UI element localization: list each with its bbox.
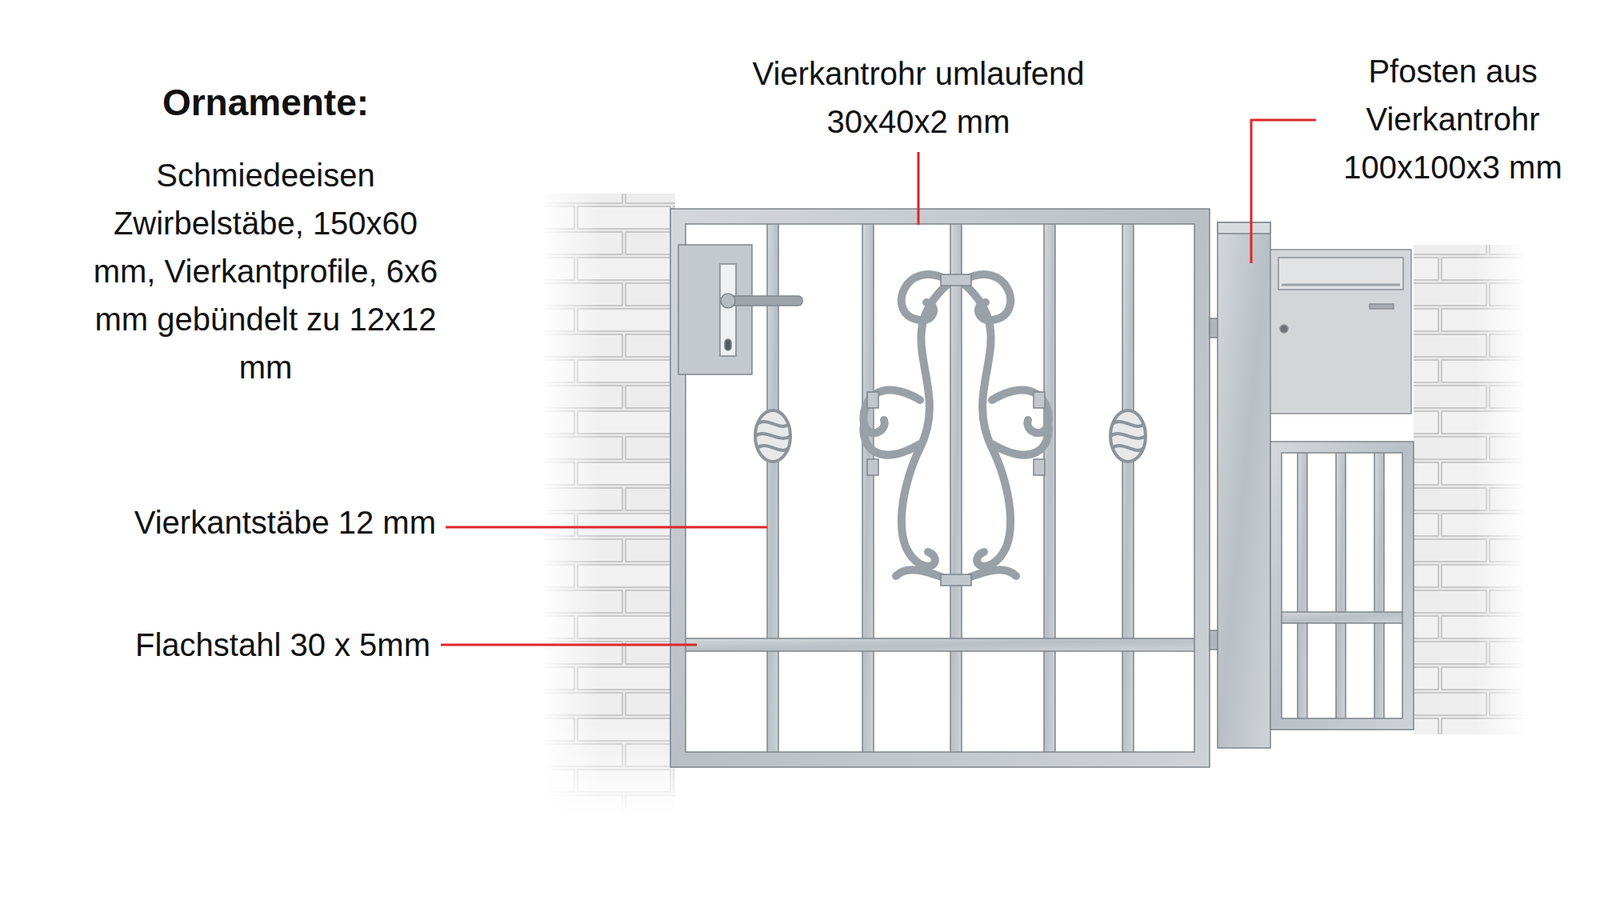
brick-pillar — [540, 193, 676, 816]
leader-line — [440, 120, 1316, 645]
part-label: Vierkantrohr umlaufend 30x40x2 mm — [702, 49, 1135, 146]
scroll-ornament — [863, 274, 1048, 586]
brick-pillar — [1413, 244, 1526, 735]
part-label: Pfosten aus Vierkantrohr 100x100x3 mm — [1324, 47, 1581, 192]
twisted-basket — [755, 410, 1146, 462]
side-fence — [1270, 441, 1414, 730]
part-label: Vierkantstäbe 12 mm — [36, 498, 436, 547]
post — [1217, 222, 1271, 748]
part-label: Flachstahl 30 x 5mm — [30, 620, 431, 669]
mailbox — [1270, 249, 1412, 414]
gate — [670, 208, 1210, 768]
ornament-note: Schmiedeeisen Zwirbelstäbe, 150x60 mm, V… — [89, 151, 442, 392]
heading: Ornamente: — [89, 78, 442, 127]
